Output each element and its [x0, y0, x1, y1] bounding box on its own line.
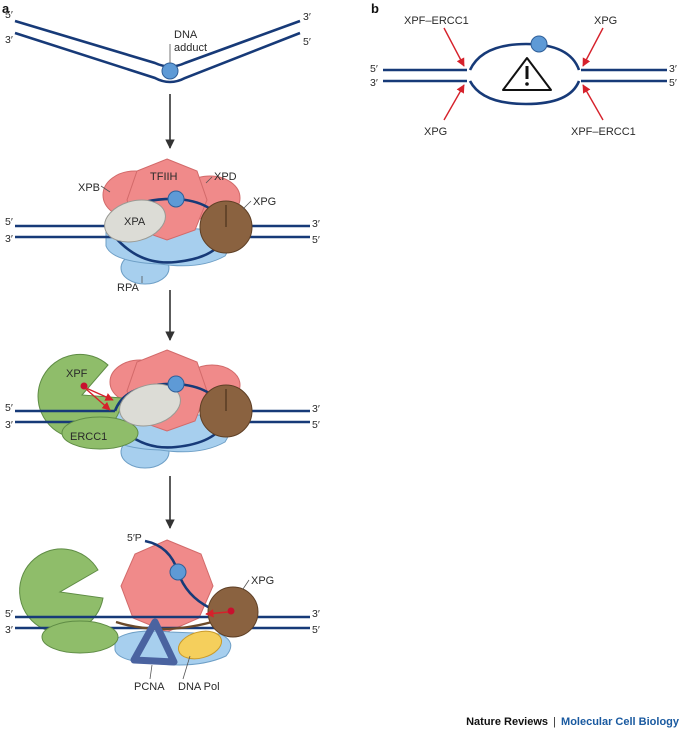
step3-xpf-label: XPF [66, 368, 88, 380]
step4-dna-pol [177, 630, 223, 660]
panel-b-adduct [530, 35, 548, 53]
step4-xpg-active-site [227, 607, 235, 615]
step1-top-left-5prime: 5′ [5, 9, 13, 21]
step4-ercc1 [41, 620, 119, 654]
step4-3prime-right: 3′ [312, 608, 320, 620]
panel-b-3prime-right: 3′ [669, 63, 677, 75]
step2-tfiih-label: TFIIH [150, 171, 178, 183]
xpg-leader [242, 200, 252, 210]
step2-5prime-right: 5′ [312, 234, 320, 246]
step3-5prime-left: 5′ [5, 402, 13, 414]
panel-b-5prime-left: 5′ [370, 63, 378, 75]
footer-separator: | [553, 716, 556, 728]
step4-5prime-right: 5′ [312, 624, 320, 636]
panel-b-bottom-left-label: XPG [424, 126, 447, 138]
step4-5prime-left: 5′ [5, 608, 13, 620]
step2-adduct [167, 190, 185, 208]
step2-rpa-label: RPA [117, 282, 139, 294]
step4-xpf [19, 548, 104, 634]
step1-bottom-left-3prime: 3′ [5, 34, 13, 46]
panel-b-arrow-top-left [443, 27, 465, 67]
step3-3prime-right: 3′ [312, 403, 320, 415]
journal-name: Molecular Cell Biology [561, 716, 679, 728]
adduct-label-line1: DNA [174, 29, 198, 41]
panel-b-arrow-bottom-left [443, 84, 465, 121]
step4-xpg-leader [242, 579, 250, 590]
step4-adduct [169, 563, 187, 581]
step4-xpg-label: XPG [251, 575, 274, 587]
xpd-leader [205, 176, 213, 184]
panel-a-label: a [2, 1, 10, 16]
step1-bottom-right-5prime: 5′ [303, 36, 311, 48]
step2-5prime-left: 5′ [5, 216, 13, 228]
publisher-name: Nature Reviews [466, 716, 549, 728]
xpb-leader [100, 185, 111, 193]
panel-b-dna [383, 42, 667, 106]
footer-credit: Nature Reviews | Molecular Cell Biology [466, 716, 679, 728]
panel-b-3prime-left: 3′ [370, 77, 378, 89]
step2-xpg-label: XPG [253, 196, 276, 208]
panel-b-bottom-right-label: XPF–ERCC1 [571, 126, 636, 138]
step2-3prime-right: 3′ [312, 218, 320, 230]
step1-top-right-3prime: 3′ [303, 11, 311, 23]
step4-pcna [130, 618, 178, 666]
step3-3prime-left: 3′ [5, 419, 13, 431]
step2-3prime-left: 3′ [5, 233, 13, 245]
step3-ercc1-label: ERCC1 [70, 431, 107, 443]
step4-dna-pol-leader [182, 655, 191, 680]
panel-b-label: b [371, 1, 379, 16]
step3-adduct [167, 375, 185, 393]
step3-incision-arrow-2 [85, 388, 111, 411]
dna-adduct [161, 62, 179, 80]
step4-dna-pol-label: DNA Pol [178, 681, 220, 693]
step3-xpf-active-site [80, 382, 88, 390]
step2-xpa [104, 199, 166, 243]
step4-incision-arrow [205, 609, 229, 618]
panel-b-top-right-label: XPG [594, 15, 617, 27]
step4-pcna-leader [149, 664, 153, 680]
panel-b-warning-triangle-icon [502, 57, 552, 91]
step1-bent-dna [14, 19, 301, 84]
step2-xpa-label: XPA [124, 216, 146, 228]
step4-pcna-label: PCNA [134, 681, 165, 693]
step3-incision-arrow-1 [85, 387, 114, 401]
panel-b-5prime-right: 5′ [669, 77, 677, 89]
step3-5prime-right: 5′ [312, 419, 320, 431]
step3-ercc1 [61, 416, 139, 450]
step4-5prime-phosphate: 5′P [127, 532, 142, 544]
step2-xpb-label: XPB [78, 182, 100, 194]
panel-b-arrow-bottom-right [582, 84, 604, 121]
adduct-label-line2: adduct [174, 42, 207, 54]
panel-b-arrow-top-right [582, 27, 604, 67]
step2-xpd-label: XPD [214, 171, 237, 183]
panel-b-top-left-label: XPF–ERCC1 [404, 15, 469, 27]
step4-3prime-left: 3′ [5, 624, 13, 636]
step3-xpa [119, 383, 181, 427]
